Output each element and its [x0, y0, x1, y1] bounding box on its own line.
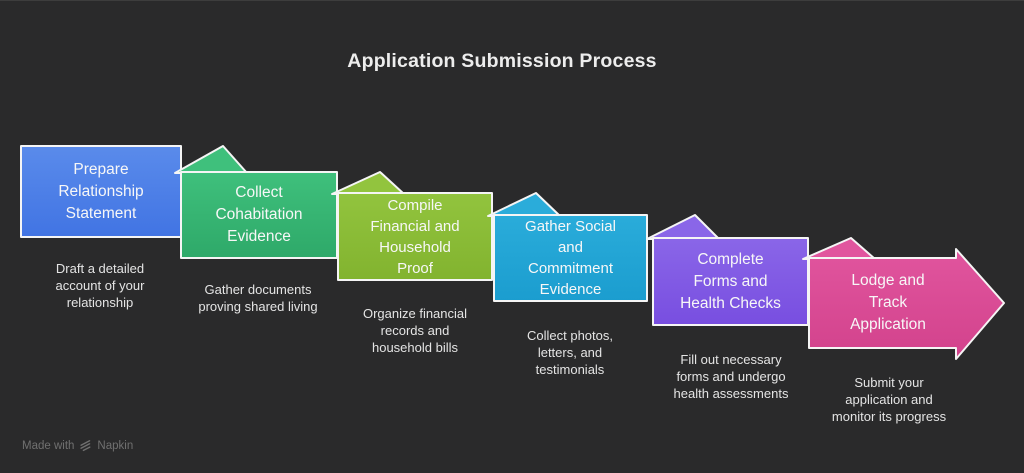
- top-edge-highlight: [0, 0, 1024, 1]
- step-fold-2: [174, 145, 248, 174]
- page-title: Application Submission Process: [347, 50, 657, 72]
- step-fold-3: [331, 171, 405, 195]
- step-description-5: Fill out necessary forms and undergo hea…: [673, 352, 789, 401]
- step-description-3: Organize financial records and household…: [362, 306, 468, 355]
- step-fold-5: [646, 214, 720, 240]
- step-box-3: [337, 192, 493, 281]
- step-box-2: [180, 171, 338, 259]
- step-fold-6: [802, 237, 876, 260]
- made-with-text: Made with: [22, 439, 75, 452]
- step-description-4: Collect photos, letters, and testimonial…: [527, 328, 613, 377]
- step-description-2: Gather documents proving shared living: [198, 282, 318, 314]
- step-arrow-6: [808, 248, 1005, 360]
- step-description-6: Submit your application and monitor its …: [831, 375, 947, 424]
- step-box-4: [493, 214, 648, 302]
- step-box-5: [652, 237, 809, 326]
- napkin-brand-text: Napkin: [97, 439, 134, 452]
- napkin-logo-icon: [79, 439, 92, 452]
- step-box-1: [20, 145, 182, 238]
- made-with-napkin-link[interactable]: Made with Napkin: [22, 439, 133, 452]
- step-fold-4: [487, 192, 561, 217]
- step-description-1: Draft a detailed account of your relatio…: [55, 261, 145, 310]
